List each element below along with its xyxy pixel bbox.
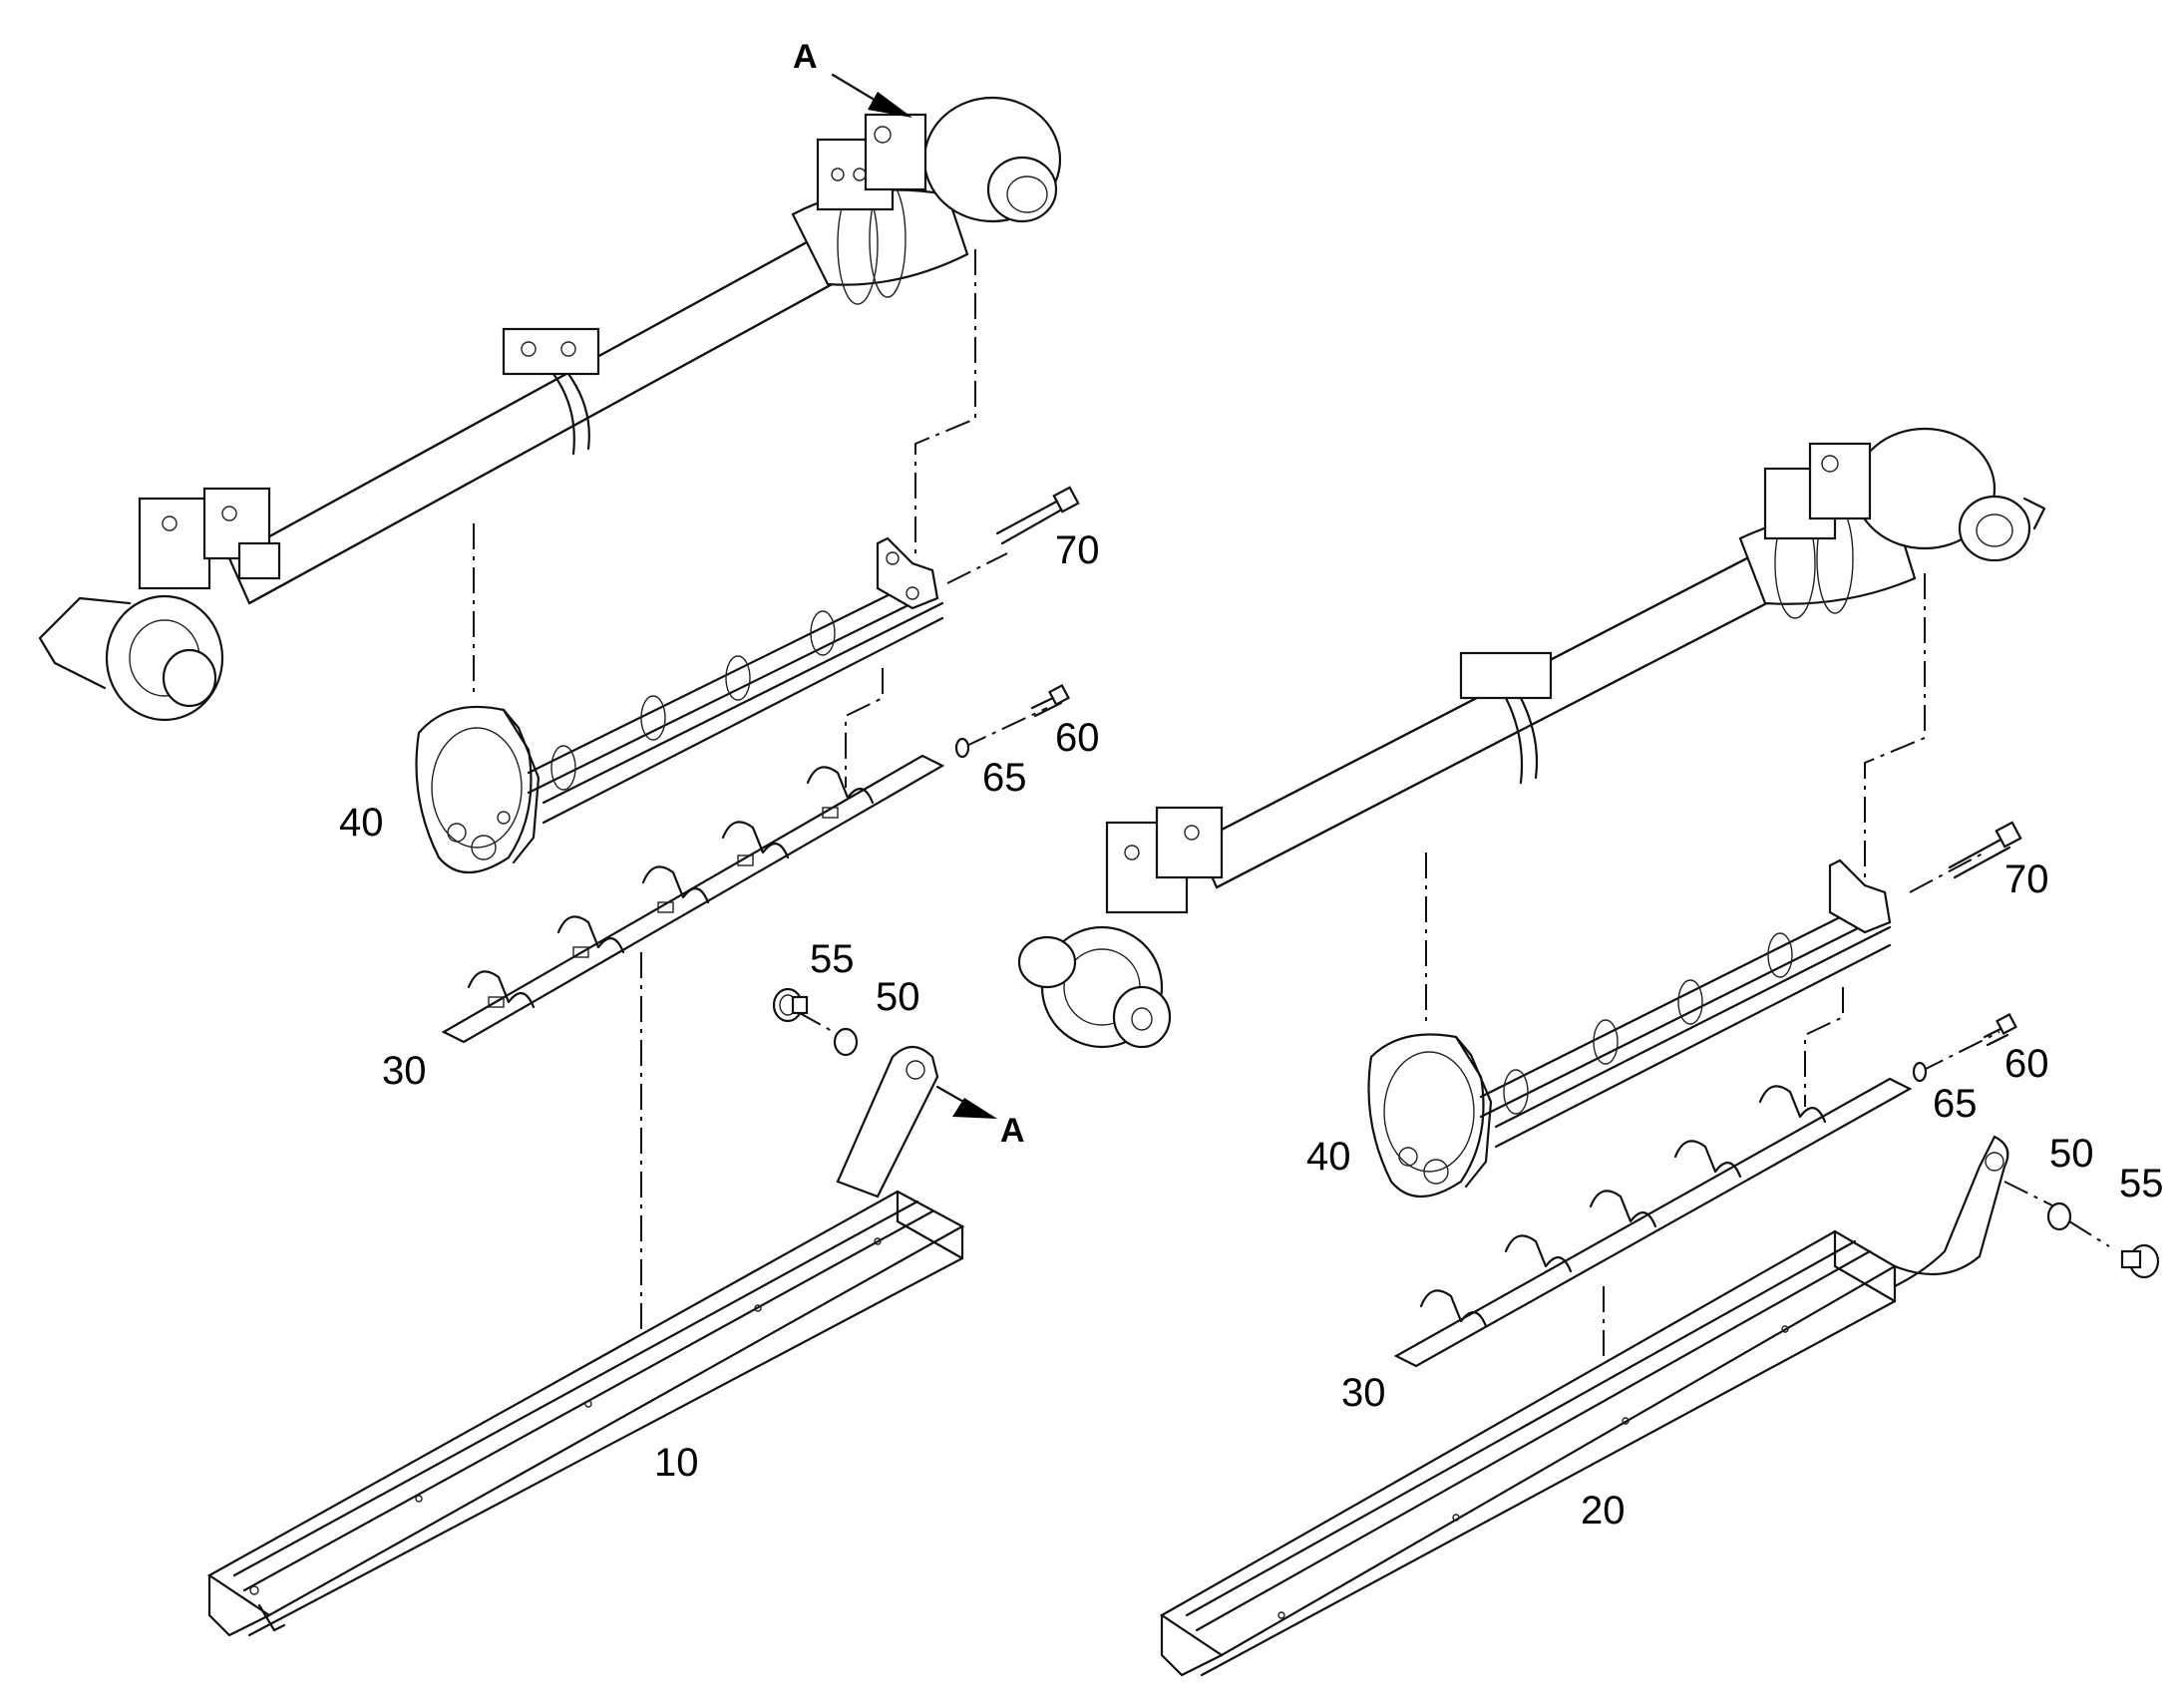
left-hydraulic-cylinder	[38, 96, 1062, 722]
left-callout-55: 55	[810, 937, 855, 981]
left-callout-60: 60	[1055, 716, 1100, 760]
right-tube-rack	[1479, 858, 1892, 1149]
right-centerline-bolt70	[1909, 852, 1986, 893]
left-callout-10: 10	[654, 1441, 699, 1485]
left-callout-70: 70	[1055, 528, 1100, 572]
left-ring-support-40	[415, 705, 541, 874]
right-callout-55: 55	[2119, 1162, 2164, 1205]
right-callout-50: 50	[2049, 1132, 2094, 1176]
right-washer-50	[2046, 1201, 2072, 1231]
left-callout-65: 65	[982, 756, 1027, 800]
right-pin-55	[2120, 1243, 2160, 1279]
left-bolt-70	[995, 486, 1080, 545]
left-channel-10	[206, 1045, 965, 1637]
left-bolt-60	[1030, 684, 1070, 718]
left-callout-40: 40	[339, 801, 384, 845]
right-centerline-pin	[2003, 1181, 2110, 1247]
right-centerline-bracket	[1804, 987, 1844, 1107]
left-mounting-strip-30	[441, 754, 945, 1044]
right-washer-65	[1912, 1061, 1928, 1083]
right-hydraulic-cylinder	[1017, 427, 2046, 1049]
right-bolt-70	[1948, 821, 2022, 879]
view-a-label-bottom: A	[1000, 1112, 1025, 1150]
left-centerline-front	[914, 249, 976, 558]
right-callout-20: 20	[1581, 1489, 1626, 1533]
right-channel-20	[1159, 1135, 2009, 1677]
right-centerline-bolt60	[1919, 1031, 2000, 1073]
left-assembly	[38, 73, 1080, 1637]
left-pin-55	[772, 987, 809, 1023]
left-callout-50: 50	[876, 975, 920, 1019]
right-mounting-strip-30	[1393, 1077, 1913, 1368]
left-callout-30: 30	[382, 1049, 427, 1093]
view-a-arrowhead-top	[868, 92, 912, 118]
right-callout-30: 30	[1341, 1371, 1386, 1415]
right-callout-40: 40	[1306, 1135, 1351, 1179]
right-ring-support-40	[1367, 1033, 1493, 1198]
view-a-label-top: A	[793, 38, 818, 76]
right-assembly	[1017, 427, 2160, 1677]
left-washer-65	[954, 737, 970, 759]
left-centerline-bracket	[845, 668, 884, 788]
left-centerline-bolt60	[961, 707, 1048, 749]
left-centerline-bolt70	[946, 552, 1008, 584]
left-centerline-pin	[797, 1011, 844, 1038]
right-callout-65: 65	[1933, 1082, 1978, 1126]
right-callout-70: 70	[2004, 857, 2049, 901]
left-washer-50	[833, 1027, 859, 1057]
right-callout-60: 60	[2004, 1042, 2049, 1086]
right-bolt-60	[1983, 1013, 2017, 1047]
view-a-arrowhead-bottom	[952, 1098, 997, 1119]
left-tube-rack	[527, 536, 944, 825]
right-centerline-front	[1864, 573, 1926, 877]
